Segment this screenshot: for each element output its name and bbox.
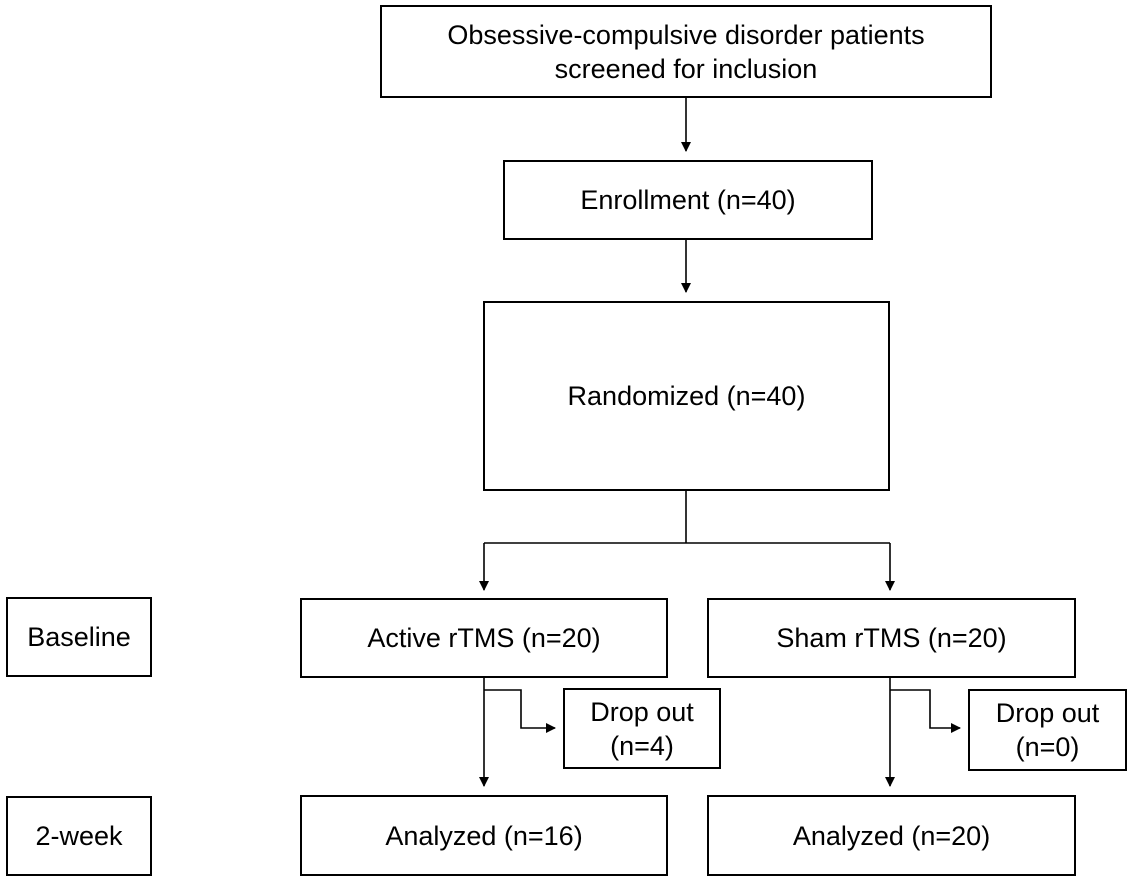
enrollment-box: Enrollment (n=40) xyxy=(503,160,873,240)
sham-dropout-label: Drop out xyxy=(995,698,1100,728)
arrow-sham-to-dropout xyxy=(890,689,961,733)
baseline-stage-box: Baseline xyxy=(6,597,152,677)
sham-arm-label: Sham rTMS (n=20) xyxy=(776,623,1007,653)
screening-box: Obsessive-compulsive disorder patients s… xyxy=(380,5,992,98)
week2-label: 2-week xyxy=(35,821,123,851)
active-arm-box: Active rTMS (n=20) xyxy=(300,598,668,678)
sham-arm-box: Sham rTMS (n=20) xyxy=(707,598,1076,678)
sham-analyzed-box: Analyzed (n=20) xyxy=(707,795,1076,876)
screening-line-1: Obsessive-compulsive disorder patients xyxy=(447,19,925,50)
active-analyzed-label: Analyzed (n=16) xyxy=(385,820,583,851)
screening-line-2: screened for inclusion xyxy=(554,53,818,84)
active-dropout-label: Drop out xyxy=(590,696,694,727)
week2-stage-box: 2-week xyxy=(6,796,152,876)
arrow-active-to-dropout xyxy=(484,689,556,733)
active-arm-label: Active rTMS (n=20) xyxy=(367,623,601,653)
randomized-box: Randomized (n=40) xyxy=(483,301,890,491)
active-dropout-box: Drop out (n=4) xyxy=(563,688,721,769)
sham-dropout-box: Drop out (n=0) xyxy=(968,689,1127,771)
randomized-label: Randomized (n=40) xyxy=(567,381,806,411)
active-dropout-count: (n=4) xyxy=(610,730,674,761)
active-analyzed-box: Analyzed (n=16) xyxy=(300,795,668,876)
enrollment-label: Enrollment (n=40) xyxy=(580,185,796,215)
sham-analyzed-label: Analyzed (n=20) xyxy=(792,820,991,851)
sham-dropout-count: (n=0) xyxy=(1015,732,1080,762)
baseline-label: Baseline xyxy=(27,622,131,652)
